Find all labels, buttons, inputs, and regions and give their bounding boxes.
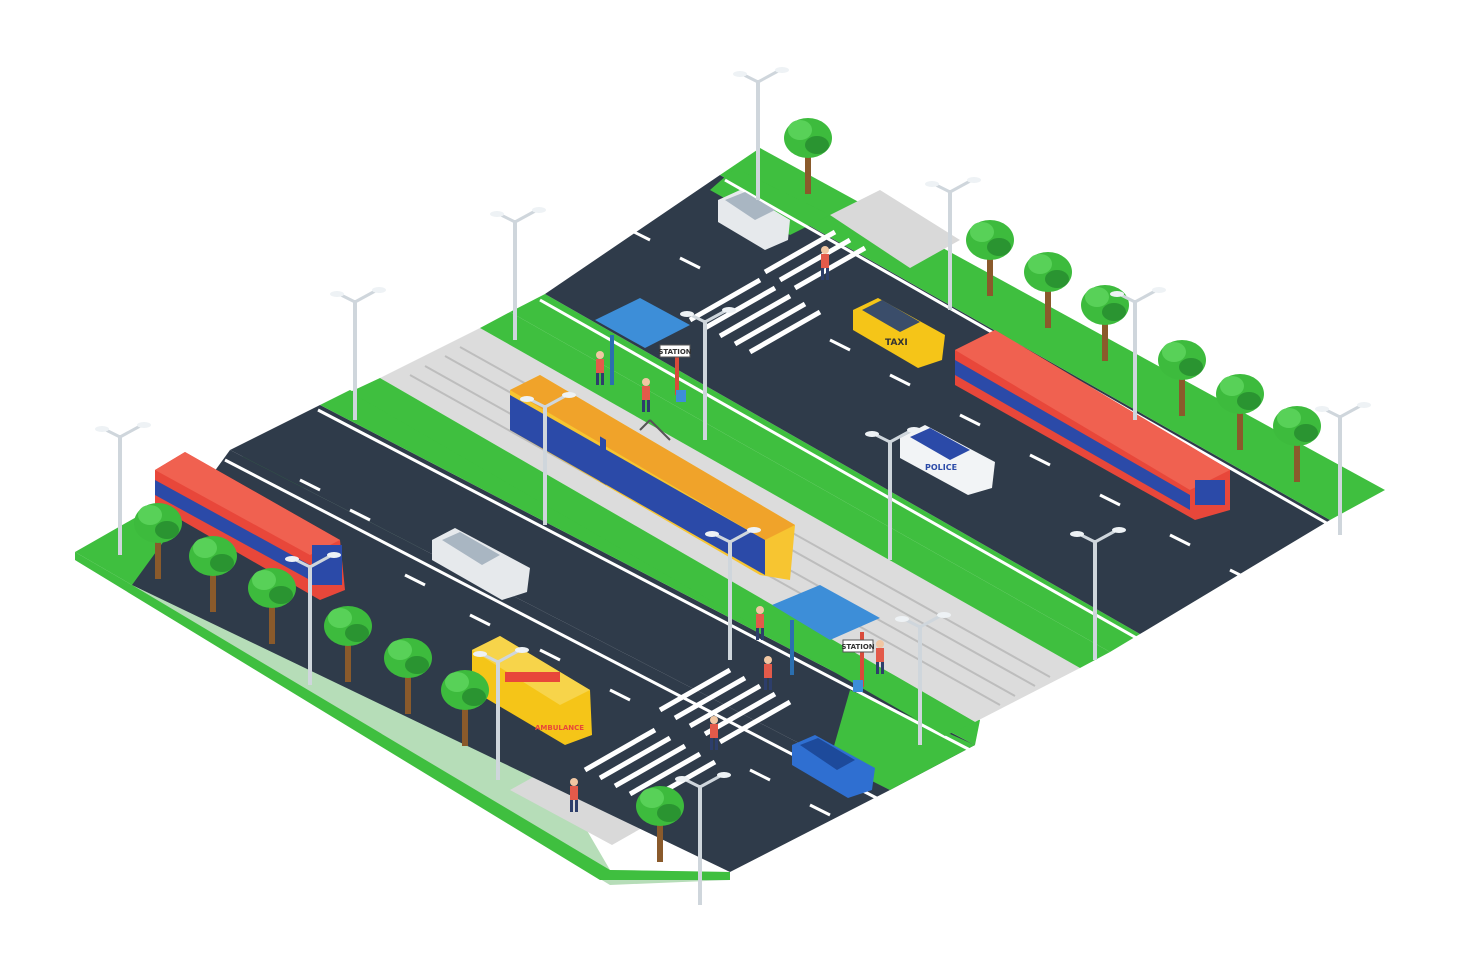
lane-dashes-left	[299, 478, 831, 817]
right-road-block	[510, 148, 1385, 652]
white-car-bottom	[432, 528, 530, 600]
grass-tram-right	[480, 312, 1110, 668]
tram-station-bottom: STATION	[772, 585, 880, 692]
ambulance: AMBULANCE	[472, 636, 592, 745]
tram	[510, 375, 795, 580]
city-bus	[155, 452, 345, 600]
ambulance-label: AMBULANCE	[535, 724, 584, 732]
grass-tram-left	[350, 378, 975, 736]
police-car: POLICE	[900, 425, 995, 495]
white-car-top	[718, 190, 790, 250]
tram-station-top: STATION	[595, 298, 692, 402]
articulated-bus	[955, 330, 1230, 520]
asphalt-left-road	[230, 405, 975, 790]
lane-line-left-2	[317, 408, 971, 752]
grass-right-tip	[710, 168, 830, 235]
crosswalk-left	[583, 667, 792, 805]
lane-line-right-1	[539, 298, 1141, 642]
grass-right-inner	[510, 294, 1140, 652]
blue-car	[792, 735, 875, 798]
taxi-label: TAXI	[885, 338, 908, 348]
taxi: TAXI	[853, 298, 945, 368]
station-sign-top: STATION	[658, 348, 691, 356]
station-sign-bottom: STATION	[841, 643, 874, 651]
sidewalk-right-corner	[830, 190, 960, 268]
lane-line-left-1	[224, 458, 891, 807]
police-label: POLICE	[925, 463, 957, 472]
crosswalk-right	[688, 229, 867, 355]
lane-dashes-right	[629, 228, 1251, 582]
